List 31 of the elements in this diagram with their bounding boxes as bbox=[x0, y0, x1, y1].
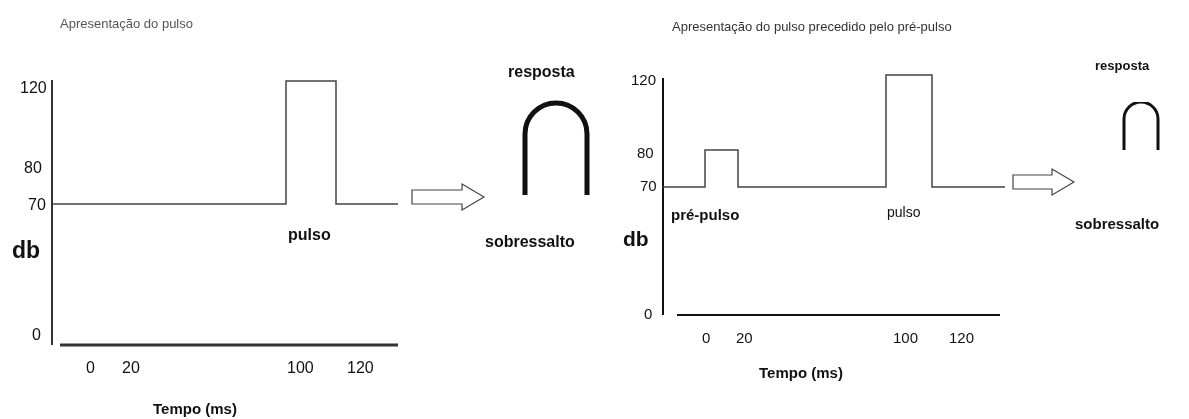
axis-label: Tempo (ms) bbox=[153, 400, 237, 419]
axis-label: Tempo (ms) bbox=[759, 364, 843, 383]
axis-tick-label: 20 bbox=[736, 329, 753, 348]
pulse-label: pulso bbox=[887, 204, 921, 222]
pulse-label: pré-pulso bbox=[671, 206, 740, 225]
axis-tick-label: 100 bbox=[893, 329, 919, 348]
axis-tick-label: 120 bbox=[631, 71, 657, 90]
axis-tick-label: 0 bbox=[702, 329, 711, 348]
axis-label: db bbox=[12, 236, 41, 265]
axis-tick-label: 70 bbox=[28, 195, 46, 215]
axis-tick-label: 20 bbox=[122, 358, 140, 378]
block-arrow bbox=[1012, 167, 1076, 197]
startle-label: sobressalto bbox=[1075, 215, 1160, 234]
axis-tick-label: 120 bbox=[347, 358, 374, 378]
axis-label: db bbox=[623, 226, 649, 252]
axis-tick-label: 0 bbox=[86, 358, 95, 378]
axis-tick-label: 70 bbox=[640, 177, 657, 196]
chart-title: Apresentação do pulso bbox=[60, 16, 193, 33]
axis-tick-label: 80 bbox=[637, 144, 654, 163]
axis-tick-label: 120 bbox=[949, 329, 975, 348]
startle-label: sobressalto bbox=[485, 232, 575, 252]
axis-tick-label: 100 bbox=[287, 358, 314, 378]
axis-tick-label: 120 bbox=[20, 78, 47, 98]
axis-tick-label: 80 bbox=[24, 158, 42, 178]
pulse-label: pulso bbox=[288, 225, 331, 245]
chart-title: Apresentação do pulso precedido pelo pré-pulso bbox=[672, 19, 952, 36]
axis-tick-label: 0 bbox=[32, 325, 41, 345]
response-label: resposta bbox=[1095, 58, 1150, 75]
block-arrow bbox=[411, 182, 486, 212]
axis-tick-label: 0 bbox=[644, 305, 653, 324]
response-label: resposta bbox=[508, 62, 575, 82]
